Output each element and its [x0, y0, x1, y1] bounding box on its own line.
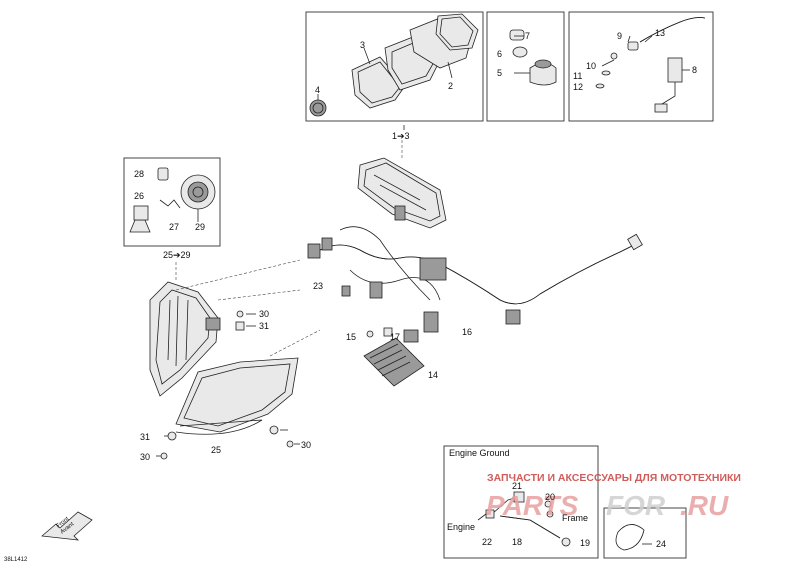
callout-19: 19: [580, 538, 590, 548]
callout-6: 6: [497, 49, 502, 59]
callout-14: 14: [428, 370, 438, 380]
callout-31-upper: 31: [259, 321, 269, 331]
callout-1to3: 1➔3: [392, 131, 410, 141]
leader-lines: [317, 47, 453, 130]
callout-2: 2: [448, 81, 453, 91]
callout-11: 11: [573, 71, 582, 81]
instrument-cluster: [357, 157, 447, 229]
watermark-parts: PARTS: [486, 490, 579, 521]
clamp-box: [603, 507, 687, 559]
bulb-group-box: [123, 157, 221, 247]
callout-29: 29: [195, 222, 205, 232]
watermark-for: FOR: [606, 490, 666, 521]
wiring-harness: [307, 226, 643, 333]
callout-23: 23: [313, 281, 323, 291]
callout-25: 25: [211, 445, 221, 455]
callout-15: 15: [346, 332, 356, 342]
callout-12: 12: [573, 82, 583, 92]
callout-7: 7: [525, 31, 530, 41]
ground-strap: [477, 491, 571, 547]
callout-21: 21: [512, 481, 522, 491]
callout-9: 9: [617, 31, 622, 41]
callout-16: 16: [462, 327, 472, 337]
assembly-guides: [175, 140, 403, 357]
callout-13: 13: [655, 28, 665, 38]
bulb-parts: [129, 167, 216, 233]
callout-17: 17: [390, 332, 400, 342]
callout-31-lower: 31: [140, 432, 150, 442]
cluster-group-box: [305, 11, 714, 122]
engine-ground-box: [443, 445, 599, 559]
callout-5: 5: [497, 68, 502, 78]
watermark-line1: ЗАПЧАСТИ И АКСЕССУАРЫ ДЛЯ МОТОТЕХНИКИ: [487, 472, 741, 484]
callout-3: 3: [360, 40, 365, 50]
callout-30-right: 30: [301, 440, 311, 450]
callouts: 1 2 3 4 5 6 7 8 9 10 11 12 13 1➔3 28 26 …: [134, 28, 697, 549]
callout-8: 8: [692, 65, 697, 75]
switch-parts: [509, 29, 557, 86]
frame-label: Frame: [562, 513, 588, 523]
drawing-code: 38L1412: [4, 557, 28, 563]
front-arrow-icon: [41, 511, 93, 541]
watermark: ЗАПЧАСТИ И АКСЕССУАРЫ ДЛЯ МОТОТЕХНИКИ PA…: [486, 472, 741, 521]
callout-24: 24: [656, 539, 666, 549]
headlight-lower: [175, 357, 299, 435]
voltage-regulator: [363, 327, 425, 387]
cluster-lens: [309, 13, 479, 117]
callout-4: 4: [315, 85, 320, 95]
callout-22: 22: [482, 537, 492, 547]
callout-30-upper: 30: [259, 309, 269, 319]
watermark-ru: .RU: [680, 490, 729, 521]
callout-30-left: 30: [140, 452, 150, 462]
callout-20: 20: [545, 492, 555, 502]
callout-28: 28: [134, 169, 144, 179]
fasteners: [156, 310, 300, 460]
headlight-upper: [149, 281, 221, 397]
callout-26: 26: [134, 191, 144, 201]
engine-ground-label: Engine Ground: [449, 448, 510, 458]
sensor-parts: [595, 17, 706, 113]
engine-label: Engine: [447, 522, 475, 532]
hose-clamp: [615, 524, 652, 551]
callout-27: 27: [169, 222, 179, 232]
callout-18: 18: [512, 537, 522, 547]
callout-10: 10: [586, 61, 596, 71]
callout-25to29: 25➔29: [163, 250, 191, 260]
